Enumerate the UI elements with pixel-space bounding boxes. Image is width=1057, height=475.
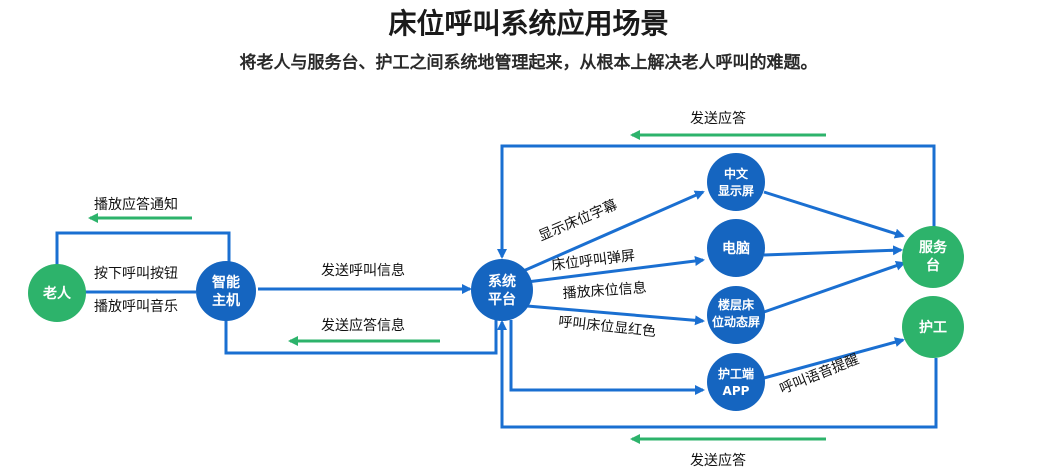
page-subtitle: 将老人与服务台、护工之间系统地管理起来，从根本上解决老人呼叫的难题。 (239, 53, 818, 73)
page-title: 床位呼叫系统应用场景 (388, 7, 669, 40)
node-chinese-screen: 中文 显示屏 (707, 153, 765, 211)
svg-text:服务: 服务 (919, 239, 948, 256)
node-nurse-app: 护工端 APP (707, 353, 765, 411)
computer-desk-arrow (763, 245, 903, 257)
svg-text:主机: 主机 (212, 292, 240, 309)
floor-screen-desk-arrow (763, 260, 906, 314)
svg-text:护工: 护工 (919, 319, 947, 336)
platform-nurse-app-arrow (509, 320, 705, 395)
label-voice: 呼叫语音提醒 (777, 350, 861, 397)
svg-text:电脑: 电脑 (722, 240, 750, 257)
node-elder: 老人 (28, 264, 86, 322)
svg-text:APP: APP (723, 384, 750, 398)
platform-floor-screen-arrow (526, 304, 705, 326)
node-smart-host: 智能 主机 (196, 261, 256, 321)
platform-chinese-screen-arrow (520, 190, 705, 274)
label-broadcast: 播放床位信息 (562, 279, 647, 302)
svg-text:智能: 智能 (211, 274, 240, 291)
label-show-subtitle: 显示床位字幕 (536, 197, 620, 245)
desk-platform-top-line (497, 144, 936, 259)
svg-text:楼层床: 楼层床 (718, 297, 755, 312)
nurse-app-nurse-arrow (763, 337, 905, 380)
platform-host-return-line (224, 318, 498, 355)
label-answer-top: 发送应答 (690, 110, 746, 127)
svg-text:系统: 系统 (488, 273, 516, 290)
node-system-platform: 系统 平台 (471, 259, 533, 321)
label-press-button: 按下呼叫按钮 (94, 266, 178, 282)
svg-text:显示屏: 显示屏 (718, 184, 754, 198)
node-service-desk: 服务 台 (902, 226, 964, 288)
svg-text:平台: 平台 (488, 291, 516, 308)
elder-host-top-line (55, 231, 231, 268)
label-send-answer-info: 发送应答信息 (321, 317, 405, 334)
label-play-music: 播放呼叫音乐 (94, 298, 178, 315)
node-nurse: 护工 (902, 296, 964, 358)
svg-text:护工端: 护工端 (718, 366, 754, 381)
nurse-platform-bottom-line (497, 320, 938, 429)
node-floor-screen: 楼层床 位动态屏 (707, 286, 765, 344)
label-send-call: 发送呼叫信息 (321, 262, 405, 279)
svg-text:台: 台 (926, 257, 940, 274)
svg-text:老人: 老人 (43, 285, 72, 302)
svg-text:中文: 中文 (724, 166, 749, 181)
platform-computer-arrow (526, 256, 705, 284)
node-computer: 电脑 (707, 219, 765, 277)
chinese-screen-desk-arrow (763, 190, 905, 239)
label-play-notice: 播放应答通知 (94, 196, 178, 213)
svg-text:位动态屏: 位动态屏 (712, 314, 760, 329)
label-answer-bottom: 发送应答 (690, 452, 746, 469)
